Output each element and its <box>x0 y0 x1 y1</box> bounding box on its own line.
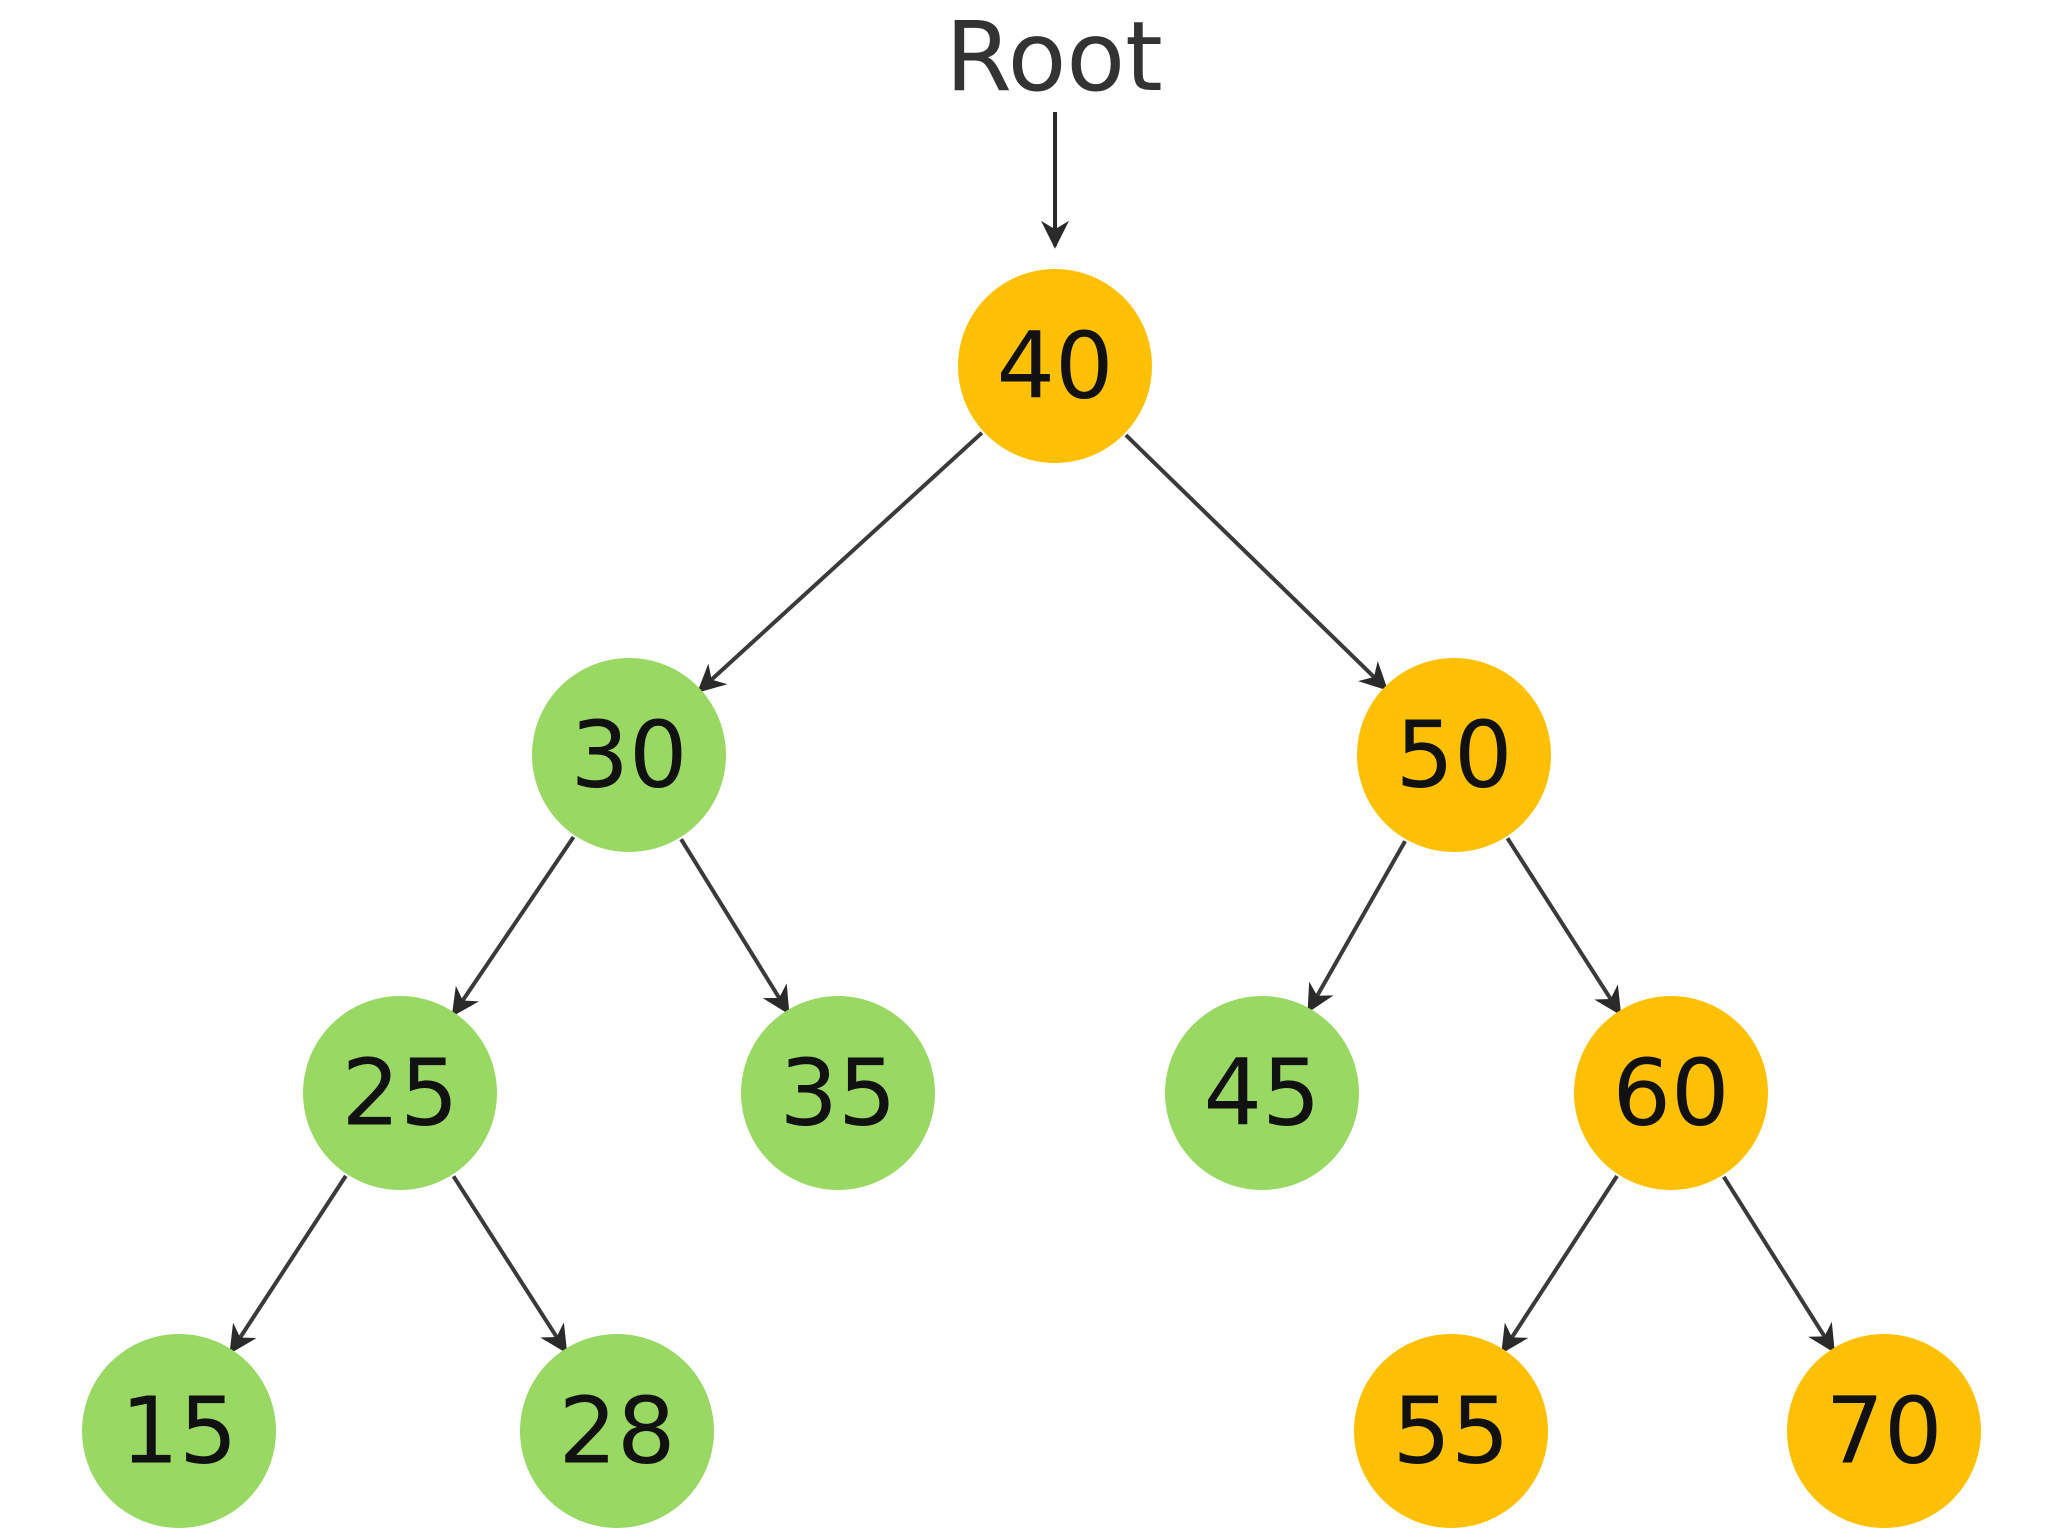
node-value-label: 70 <box>1825 1378 1942 1485</box>
node-value-label: 25 <box>341 1040 458 1147</box>
edge-n25-n15 <box>229 1174 348 1354</box>
node-value-label: 15 <box>120 1378 237 1485</box>
tree-node-15: 15 <box>82 1334 276 1528</box>
node-value-label: 40 <box>996 313 1113 420</box>
node-value-label: 28 <box>558 1378 675 1485</box>
tree-node-30: 30 <box>532 658 726 852</box>
edge-n30-n35 <box>679 838 790 1015</box>
tree-node-45: 45 <box>1165 996 1359 1190</box>
node-circle <box>520 1334 714 1528</box>
tree-node-55: 55 <box>1354 1334 1548 1528</box>
node-value-label: 35 <box>779 1040 896 1147</box>
tree-node-28: 28 <box>520 1334 714 1528</box>
node-value-label: 55 <box>1392 1378 1509 1485</box>
node-circle <box>1165 996 1359 1190</box>
root-label: Root <box>945 1 1163 113</box>
node-circle <box>1354 1334 1548 1528</box>
tree-node-60: 60 <box>1574 996 1768 1190</box>
edge-n60-n70 <box>1722 1175 1836 1353</box>
node-value-label: 45 <box>1203 1040 1320 1147</box>
edge-n50-n60 <box>1505 837 1622 1016</box>
node-circle <box>303 996 497 1190</box>
edge-n50-n45 <box>1307 840 1407 1013</box>
node-circle <box>958 269 1152 463</box>
node-circle <box>741 996 935 1190</box>
edges-layer <box>229 431 1836 1354</box>
edge-n30-n25 <box>451 835 576 1017</box>
node-circle <box>1787 1334 1981 1528</box>
node-value-label: 60 <box>1612 1040 1729 1147</box>
nodes-layer: 40 30 50 25 35 45 60 15 28 55 70 <box>82 269 1981 1528</box>
edge-n25-n28 <box>451 1175 568 1354</box>
edge-n60-n55 <box>1501 1174 1619 1354</box>
node-circle <box>82 1334 276 1528</box>
tree-node-40: 40 <box>958 269 1152 463</box>
node-circle <box>532 658 726 852</box>
node-value-label: 30 <box>570 702 687 809</box>
tree-node-50: 50 <box>1357 658 1551 852</box>
tree-node-70: 70 <box>1787 1334 1981 1528</box>
edge-n40-n50 <box>1124 433 1389 691</box>
node-value-label: 50 <box>1395 702 1512 809</box>
node-circle <box>1357 658 1551 852</box>
tree-node-25: 25 <box>303 996 497 1190</box>
edge-n40-n30 <box>697 431 984 693</box>
tree-node-35: 35 <box>741 996 935 1190</box>
node-circle <box>1574 996 1768 1190</box>
